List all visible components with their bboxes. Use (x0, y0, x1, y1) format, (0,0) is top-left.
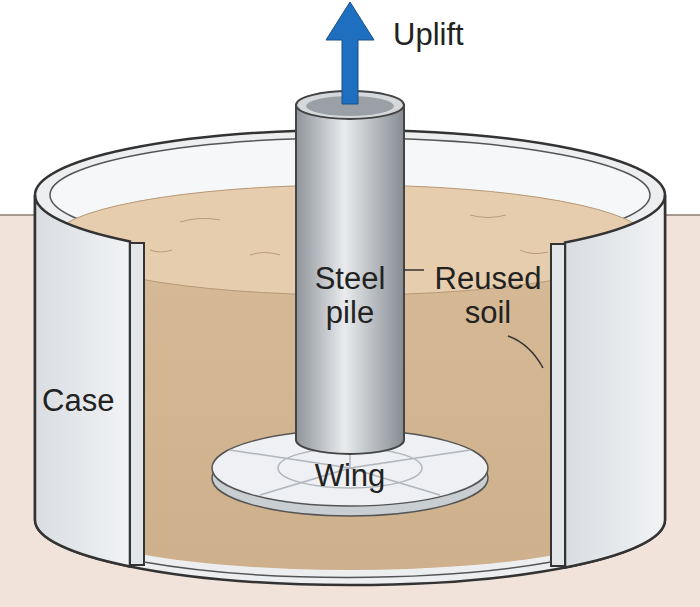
steel-pile (296, 105, 404, 454)
case-wall-left (35, 195, 130, 567)
uplift-arrow (326, 2, 374, 104)
case-bottom-edge (144, 562, 551, 577)
case-wall-right (565, 195, 665, 568)
part-label: Steel pile (315, 262, 386, 330)
part-label: Reused soil (435, 262, 542, 330)
part-label: Wing (315, 459, 386, 493)
part-label: Case (42, 384, 114, 418)
case-cut-left (130, 243, 144, 565)
case-cut-right (551, 244, 565, 566)
part-label: Uplift (393, 18, 464, 52)
